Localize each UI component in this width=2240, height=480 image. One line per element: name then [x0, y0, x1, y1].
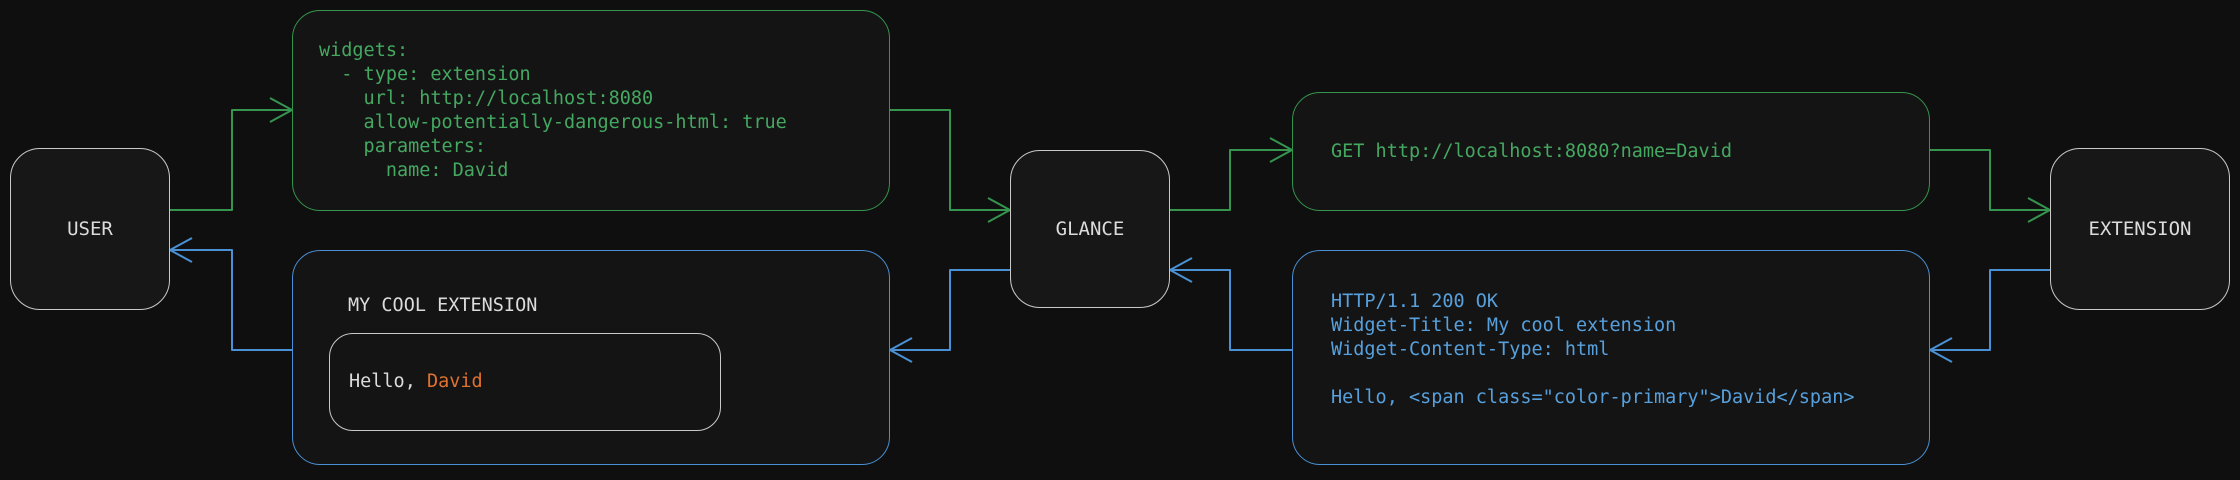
config-code-line: widgets:: [319, 40, 409, 61]
arrowhead-response-to-glance: [1169, 257, 1193, 283]
greeting-prefix: Hello,: [349, 371, 427, 392]
arrow-widget-to-user: [170, 249, 292, 351]
glance-node: GLANCE: [1010, 150, 1170, 308]
arrow-request-to-extension: [1930, 149, 2050, 211]
arrow-extension-to-response: [1930, 269, 2050, 351]
response-code-line: HTTP/1.1 200 OK: [1331, 291, 1499, 312]
user-node-label: USER: [67, 218, 113, 240]
glance-node-label: GLANCE: [1055, 218, 1125, 240]
arrowhead-widget-to-user: [169, 237, 193, 263]
request-code-box: GET http://localhost:8080?name=David: [1292, 92, 1930, 211]
greeting-name: David: [426, 371, 483, 392]
user-node: USER: [10, 148, 170, 310]
arrow-glance-to-request: [1170, 149, 1292, 211]
config-code-line: name: David: [319, 160, 509, 181]
widget-title: MY COOL EXTENSION: [348, 295, 538, 316]
widget-preview-frame: Hello, David: [329, 333, 721, 431]
arrowhead-extension-to-response: [1929, 337, 1953, 363]
extension-node: EXTENSION: [2050, 148, 2230, 310]
response-code-line: Hello, <span class="color-primary">David…: [1331, 387, 1855, 408]
response-code-box: HTTP/1.1 200 OK Widget-Title: My cool ex…: [1292, 250, 1930, 465]
arrow-config-to-glance: [890, 109, 1010, 211]
extension-node-label: EXTENSION: [2088, 218, 2192, 240]
config-code-line: allow-potentially-dangerous-html: true: [319, 112, 787, 133]
response-code-line: Widget-Title: My cool extension: [1331, 315, 1677, 336]
config-code-line: url: http://localhost:8080: [319, 88, 654, 109]
config-code-line: parameters:: [319, 136, 487, 157]
widget-preview-box: MY COOL EXTENSION Hello, David: [292, 250, 890, 465]
arrow-glance-to-widget: [890, 269, 1010, 351]
response-code-line: [1331, 362, 1929, 386]
request-code-line: GET http://localhost:8080?name=David: [1331, 140, 1732, 162]
config-code-box: widgets: - type: extension url: http://l…: [292, 10, 890, 211]
arrowhead-glance-to-widget: [889, 337, 913, 363]
config-code-line: - type: extension: [319, 64, 531, 85]
arrow-user-to-config: [170, 109, 292, 211]
response-code-line: Widget-Content-Type: html: [1331, 339, 1610, 360]
arrow-response-to-glance: [1170, 269, 1292, 351]
